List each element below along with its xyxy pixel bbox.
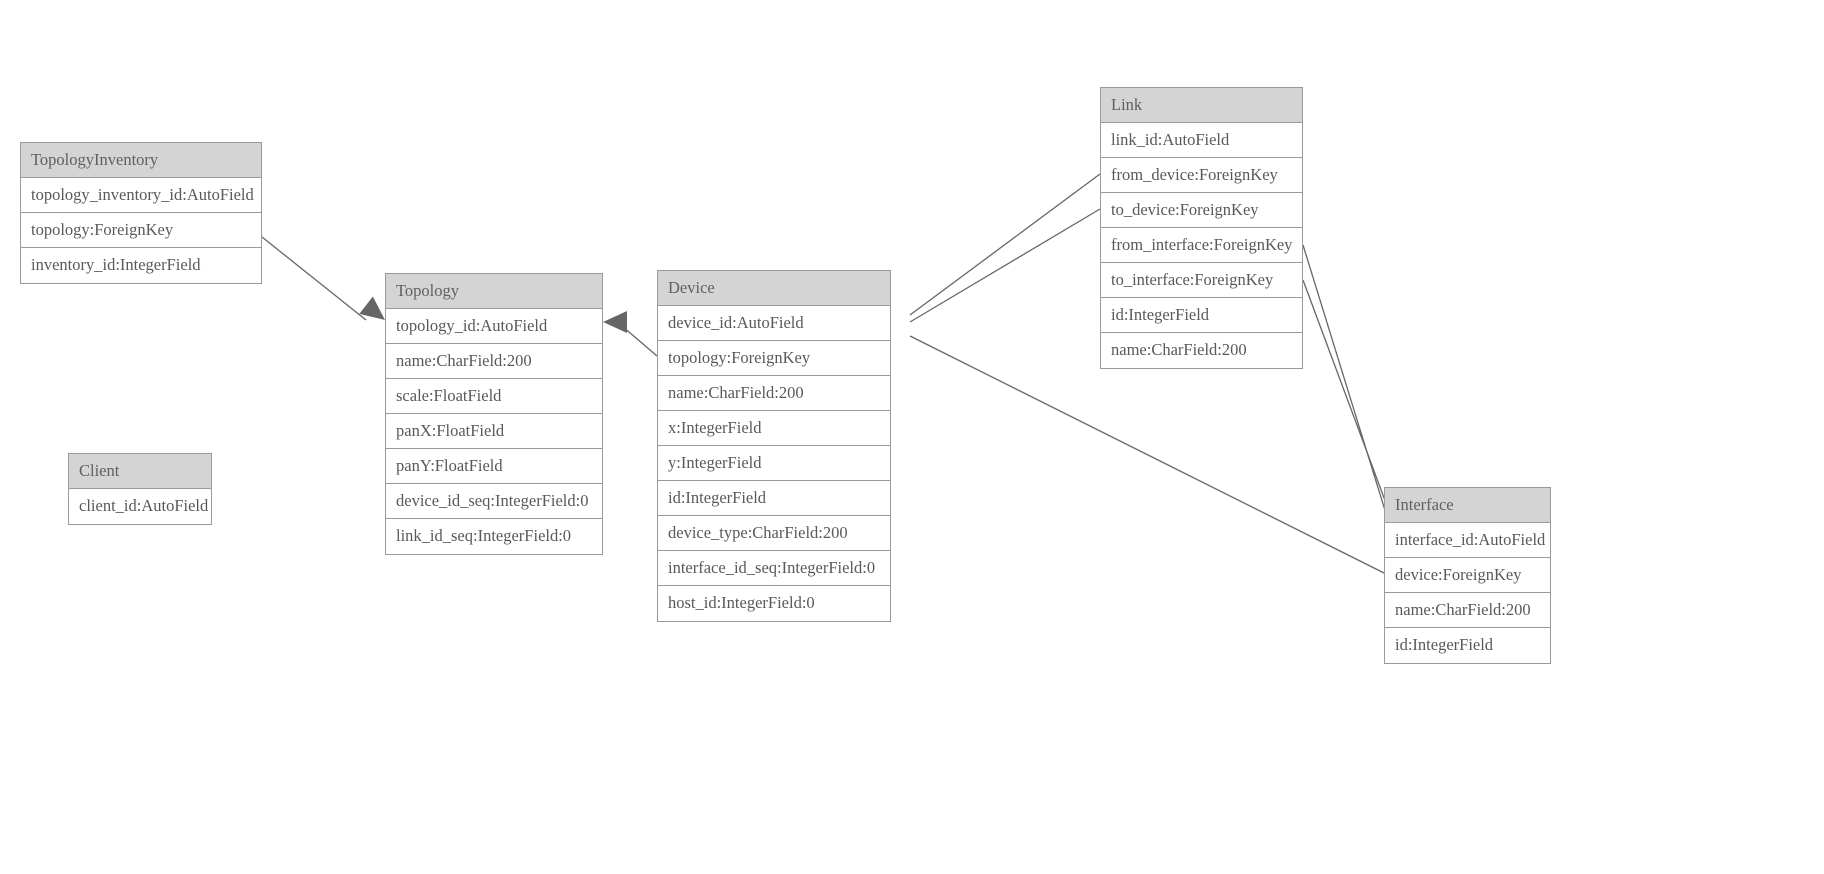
relationship-line xyxy=(1302,244,1389,521)
entity-field: from_device:ForeignKey xyxy=(1101,158,1302,193)
entity-field: host_id:IntegerField:0 xyxy=(658,586,890,621)
entity-field: from_interface:ForeignKey xyxy=(1101,228,1302,263)
entity-field: device_id_seq:IntegerField:0 xyxy=(386,484,602,519)
entity-field: name:CharField:200 xyxy=(386,344,602,379)
entity-field: link_id_seq:IntegerField:0 xyxy=(386,519,602,554)
entity-field: y:IntegerField xyxy=(658,446,890,481)
entity-field: interface_id_seq:IntegerField:0 xyxy=(658,551,890,586)
entity-field: inventory_id:IntegerField xyxy=(21,248,261,283)
relationship-line xyxy=(909,208,1101,323)
entity-field: name:CharField:200 xyxy=(658,376,890,411)
entity-field: panY:FloatField xyxy=(386,449,602,484)
entity-title-device: Device xyxy=(658,271,890,306)
entity-field: topology:ForeignKey xyxy=(21,213,261,248)
entity-field: name:CharField:200 xyxy=(1385,593,1550,628)
entity-title-link: Link xyxy=(1101,88,1302,123)
relationship-line xyxy=(621,325,658,357)
entity-field: id:IntegerField xyxy=(658,481,890,516)
entity-title-client: Client xyxy=(69,454,211,489)
entity-field: scale:FloatField xyxy=(386,379,602,414)
entity-field: device:ForeignKey xyxy=(1385,558,1550,593)
entity-field: topology_id:AutoField xyxy=(386,309,602,344)
entity-field: id:IntegerField xyxy=(1385,628,1550,663)
entity-field: interface_id:AutoField xyxy=(1385,523,1550,558)
entity-field: link_id:AutoField xyxy=(1101,123,1302,158)
entity-field: to_interface:ForeignKey xyxy=(1101,263,1302,298)
entity-field: client_id:AutoField xyxy=(69,489,211,524)
entity-field: topology_inventory_id:AutoField xyxy=(21,178,261,213)
relationship-arrowhead xyxy=(603,311,627,333)
entity-title-topology: Topology xyxy=(386,274,602,309)
relationship-line xyxy=(909,173,1101,316)
relationship-line xyxy=(261,236,367,321)
entity-field: name:CharField:200 xyxy=(1101,333,1302,368)
entity-title-interface: Interface xyxy=(1385,488,1550,523)
relationship-line xyxy=(1302,279,1394,523)
relationship-line xyxy=(909,335,1385,574)
entity-title-topology_inventory: TopologyInventory xyxy=(21,143,261,178)
entity-field: to_device:ForeignKey xyxy=(1101,193,1302,228)
entity-field: x:IntegerField xyxy=(658,411,890,446)
entity-field: id:IntegerField xyxy=(1101,298,1302,333)
entity-field: device_id:AutoField xyxy=(658,306,890,341)
entity-field: panX:FloatField xyxy=(386,414,602,449)
entity-field: device_type:CharField:200 xyxy=(658,516,890,551)
entity-field: topology:ForeignKey xyxy=(658,341,890,376)
